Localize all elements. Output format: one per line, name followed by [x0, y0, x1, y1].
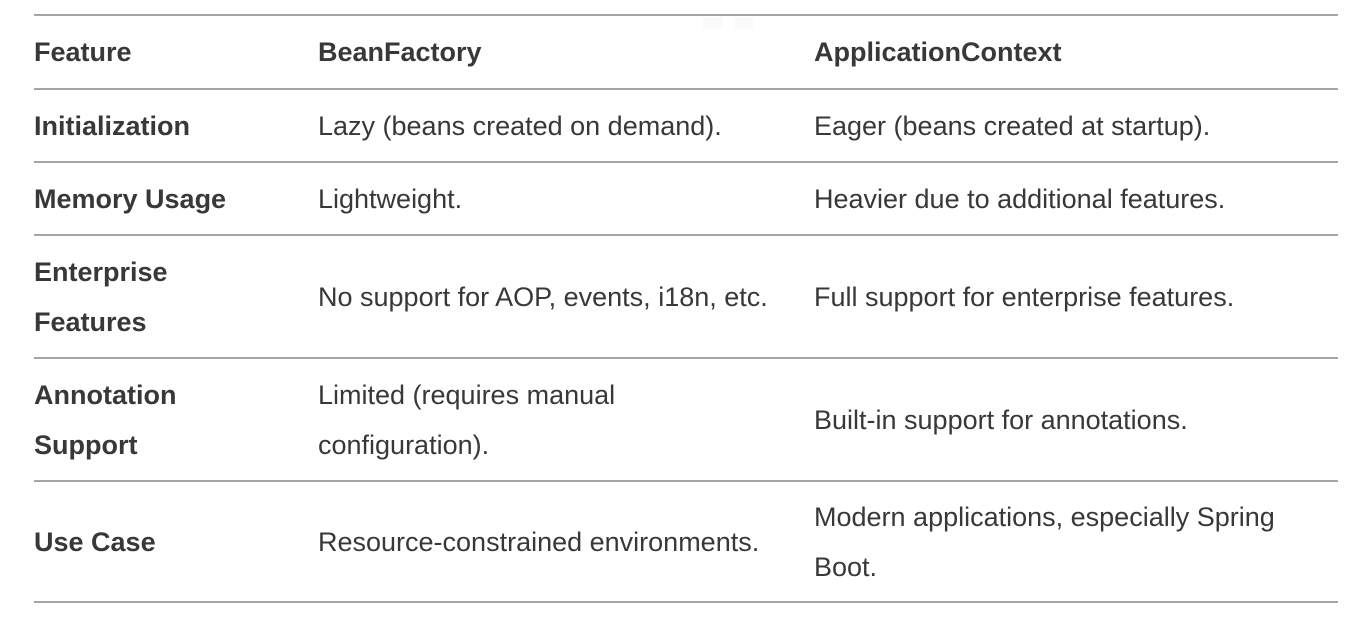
- comparison-table: Feature BeanFactory ApplicationContext I…: [34, 14, 1338, 603]
- column-header-beanfactory: BeanFactory: [318, 16, 814, 88]
- cell-text: Eager (beans created at startup).: [814, 110, 1211, 141]
- cell-text: Initialization: [34, 110, 191, 141]
- beanfactory-cell: Lazy (beans created on demand).: [318, 90, 814, 161]
- beanfactory-cell: Resource-constrained environments.: [318, 482, 814, 601]
- cell-text: Resource-constrained environments.: [318, 526, 760, 557]
- cell-text: Limited (requires manual configuration).: [318, 379, 616, 460]
- table-row: Memory Usage Lightweight. Heavier due to…: [34, 163, 1338, 236]
- column-header-label: ApplicationContext: [814, 37, 1062, 67]
- cell-text: Memory Usage: [34, 183, 227, 214]
- cell-text: Full support for enterprise features.: [814, 281, 1235, 312]
- cell-text: Lightweight.: [318, 183, 463, 214]
- feature-name-cell: Initialization: [34, 90, 318, 161]
- beanfactory-cell: Lightweight.: [318, 163, 814, 234]
- cell-text: Modern applications, especially Spring B…: [814, 501, 1275, 582]
- cell-text: Built-in support for annotations.: [814, 404, 1188, 435]
- feature-name-cell: Enterprise Features: [34, 236, 318, 357]
- feature-name-cell: Annotation Support: [34, 359, 318, 480]
- table-header-row: Feature BeanFactory ApplicationContext: [34, 16, 1338, 90]
- applicationcontext-cell: Full support for enterprise features.: [814, 236, 1338, 357]
- faint-artifact: [703, 17, 722, 29]
- column-header-applicationcontext: ApplicationContext: [814, 16, 1338, 88]
- applicationcontext-cell: Heavier due to additional features.: [814, 163, 1338, 234]
- table-row: Enterprise Features No support for AOP, …: [34, 236, 1338, 359]
- cell-text: Lazy (beans created on demand).: [318, 110, 722, 141]
- cell-text: No support for AOP, events, i18n, etc.: [318, 281, 768, 312]
- table-row: Annotation Support Limited (requires man…: [34, 359, 1338, 482]
- feature-name-cell: Use Case: [34, 482, 318, 601]
- cell-text: Heavier due to additional features.: [814, 183, 1226, 214]
- table-row: Initialization Lazy (beans created on de…: [34, 90, 1338, 163]
- cell-text: Enterprise Features: [34, 256, 168, 337]
- applicationcontext-cell: Built-in support for annotations.: [814, 359, 1338, 480]
- beanfactory-cell: No support for AOP, events, i18n, etc.: [318, 236, 814, 357]
- beanfactory-cell: Limited (requires manual configuration).: [318, 359, 814, 480]
- cell-text: Annotation Support: [34, 379, 177, 460]
- column-header-label: BeanFactory: [318, 37, 482, 67]
- cell-text: Use Case: [34, 526, 156, 557]
- applicationcontext-cell: Modern applications, especially Spring B…: [814, 482, 1338, 601]
- column-header-label: Feature: [34, 37, 132, 67]
- feature-name-cell: Memory Usage: [34, 163, 318, 234]
- table-row: Use Case Resource-constrained environmen…: [34, 482, 1338, 603]
- column-header-feature: Feature: [34, 16, 318, 88]
- applicationcontext-cell: Eager (beans created at startup).: [814, 90, 1338, 161]
- faint-artifact: [735, 17, 753, 29]
